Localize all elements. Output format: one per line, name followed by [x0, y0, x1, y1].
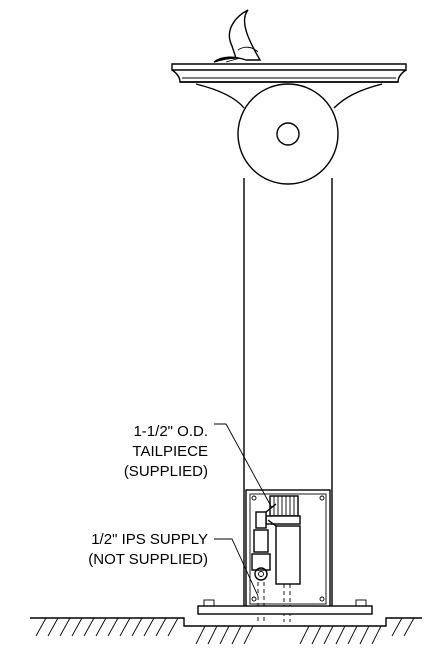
callout-supply-line-2: (NOT SUPPLIED) [88, 551, 208, 568]
cartridge [275, 525, 301, 585]
tailpiece-fitting [265, 495, 301, 525]
callout-supply-line-1: 1/2" IPS SUPPLY [91, 531, 208, 548]
circular-head [237, 83, 339, 185]
supply-valve [251, 503, 277, 581]
bubbler [213, 9, 262, 63]
callout-supply: 1/2" IPS SUPPLY (NOT SUPPLIED) [88, 531, 259, 597]
callout-tailpiece: 1-1/2" O.D. TAILPIECE (SUPPLIED) [124, 423, 273, 509]
callout-tailpiece-line-1: 1-1/2" O.D. [133, 423, 208, 440]
callout-supply-leader [214, 538, 259, 597]
callout-tailpiece-line-3: (SUPPLIED) [124, 463, 208, 480]
callout-tailpiece-line-2: TAILPIECE [132, 443, 208, 460]
basin [171, 63, 407, 109]
callout-tailpiece-leader [214, 423, 273, 509]
access-panel [245, 489, 331, 622]
pedestal-column [243, 178, 333, 608]
base-and-floor [30, 599, 422, 645]
